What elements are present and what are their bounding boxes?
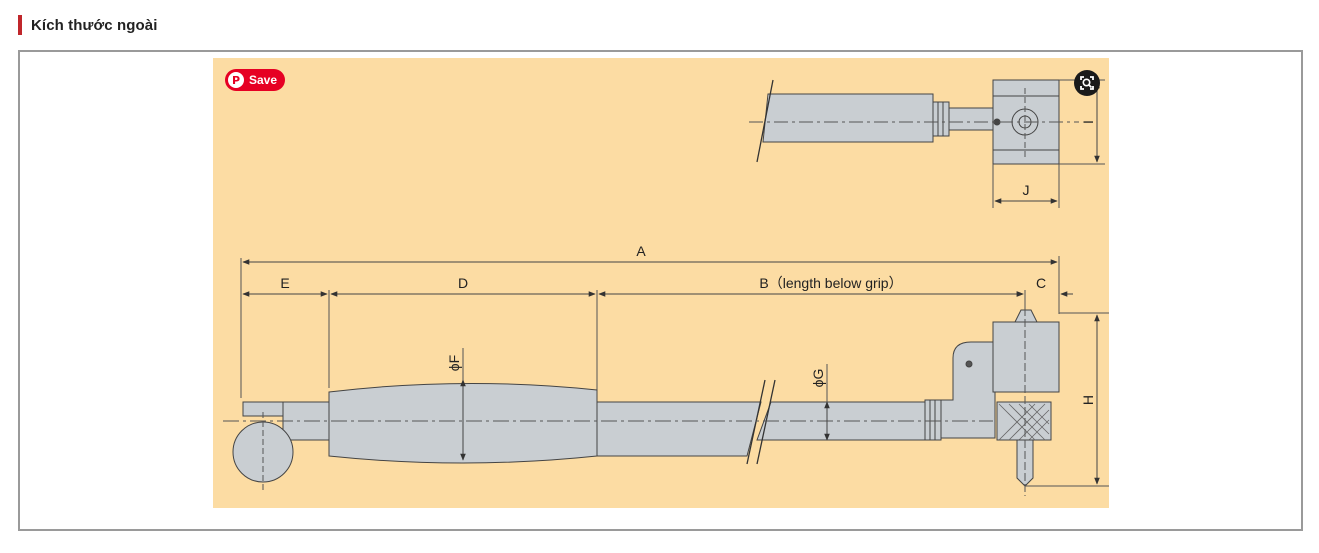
break-line (756, 79, 774, 163)
save-label: Save (249, 73, 278, 87)
section-title: Kích thước ngoài (31, 16, 158, 34)
dim-label-a: A (636, 243, 646, 259)
dim-label-h: H (1080, 395, 1096, 405)
head-arm (940, 341, 996, 439)
dial-stem (242, 401, 286, 417)
dim-label-b: B（length below grip） (759, 275, 902, 291)
section-header: Kích thước ngoài (18, 14, 157, 36)
bore-gauge-diagram: A E D B（length below grip） C ϕF ϕG H I J (223, 79, 1109, 496)
knurled-anvil (996, 401, 1052, 441)
dim-label-j: J (1023, 182, 1030, 198)
dim-label-d: D (458, 275, 468, 291)
visual-search-button[interactable] (1074, 70, 1100, 96)
dim-label-f: ϕF (446, 355, 462, 371)
dim-label-g: ϕG (810, 369, 826, 388)
dimension-drawing: A E D B（length below grip） C ϕF ϕG H I J (213, 58, 1109, 508)
pinterest-icon: P (228, 72, 244, 88)
detail-collar (932, 101, 950, 137)
dim-label-e: E (280, 275, 289, 291)
bore-gauge-side-view (223, 256, 1109, 496)
rod-left (596, 401, 762, 457)
visual-search-icon (1080, 76, 1094, 90)
pinterest-save-button[interactable]: P Save (225, 69, 286, 91)
section-accent-bar (18, 15, 22, 35)
detail-rod (762, 93, 934, 143)
dim-label-c: C (1036, 275, 1046, 291)
head-detail-view (749, 79, 1105, 208)
detail-neck (948, 107, 994, 131)
head-block (992, 321, 1060, 393)
dim-label-i: I (1080, 120, 1096, 124)
